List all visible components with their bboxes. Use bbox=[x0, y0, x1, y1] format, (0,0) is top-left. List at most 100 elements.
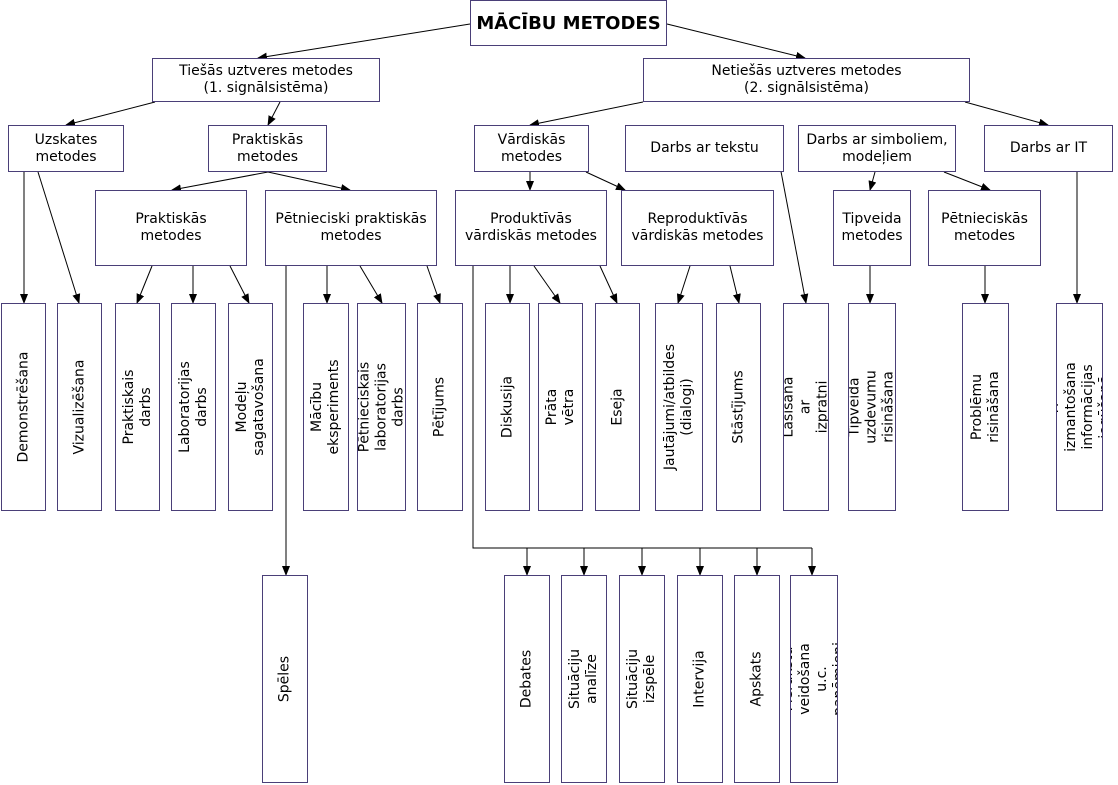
leaf-stastijums: Stāstījums bbox=[716, 303, 761, 511]
leaf-label: Situāciju izspēle bbox=[625, 648, 658, 710]
research-methods-label: Pētnieciskās metodes bbox=[941, 211, 1028, 244]
leaf-label: Diskusija bbox=[499, 375, 515, 439]
leaf-label: Pētījums bbox=[431, 376, 448, 438]
connector-arrow bbox=[426, 265, 441, 304]
leaf-label: Intervija bbox=[691, 650, 708, 708]
leaf-label: Prāta vētra bbox=[543, 388, 577, 426]
leaf-label: Pētnieciskais laboratorijas darbs bbox=[357, 361, 406, 453]
reproductive-verbal-label: Reproduktīvās vārdiskās metodes bbox=[631, 211, 764, 244]
connector-bus bbox=[472, 266, 812, 549]
leaf-label: Debates bbox=[518, 649, 535, 709]
research-practical-box: Pētnieciski praktiskās metodes bbox=[265, 190, 437, 266]
connector-arrow bbox=[267, 171, 351, 192]
leaf-situaciju-izspele: Situāciju izspēle bbox=[619, 575, 665, 783]
productive-verbal-box: Produktīvās vārdiskās metodes bbox=[455, 190, 607, 266]
leaf-label: Praktiskais darbs bbox=[120, 369, 154, 445]
leaf-demonstresana: Demonstrēšana bbox=[1, 303, 46, 511]
leaf-label: IT izmantošana informācijas iegūšanā bbox=[1056, 362, 1103, 452]
connector-arrow bbox=[943, 171, 991, 191]
leaf-problemu-risinasana: Problēmu risināšana bbox=[962, 303, 1009, 511]
indirect-perception-box: Netiešās uztveres metodes (2. signālsist… bbox=[643, 58, 970, 102]
connector-arrow bbox=[529, 101, 644, 128]
visual-methods-label: Uzskates metodes bbox=[34, 131, 98, 165]
leaf-lasisana: Lasīšana ar izpratni bbox=[783, 303, 829, 511]
leaf-label: Laboratorijas darbs bbox=[176, 361, 210, 453]
connector-arrow bbox=[171, 171, 269, 193]
leaf-label: Spēles bbox=[276, 655, 293, 703]
connector-arrow bbox=[267, 101, 281, 126]
leaf-intervija: Intervija bbox=[677, 575, 723, 783]
connector-arrow bbox=[65, 101, 156, 127]
it-work-box: Darbs ar IT bbox=[984, 125, 1113, 172]
leaf-apskats: Apskats bbox=[734, 575, 780, 783]
research-practical-label: Pētnieciski praktiskās metodes bbox=[275, 211, 427, 244]
leaf-macibu-eksperiments: Mācību eksperiments bbox=[303, 303, 349, 511]
leaf-label: Eseja bbox=[609, 388, 625, 426]
leaf-petnieciskais-lab-darbs: Pētnieciskais laboratorijas darbs bbox=[357, 303, 406, 511]
symbols-models-label: Darbs ar simboliem, modeļiem bbox=[806, 131, 948, 165]
connector-arrow bbox=[257, 23, 471, 61]
connector-arrow bbox=[136, 265, 153, 304]
leaf-label: Situāciju analīze bbox=[567, 648, 600, 710]
indirect-perception-label: Netiešās uztveres metodes (2. signālsist… bbox=[711, 63, 902, 96]
leaf-tipveida-uzdevumu: Tipveida uzdevumu risināšana bbox=[848, 303, 896, 511]
connector-arrow bbox=[666, 23, 806, 60]
leaf-label: Lasīšana ar izpratni bbox=[783, 376, 829, 438]
leaf-it-izmantosana: IT izmantošana informācijas iegūšanā bbox=[1056, 303, 1103, 511]
practical-methods-box: Praktiskās metodes bbox=[208, 125, 327, 172]
leaf-label: Pierakstu veidošana u.c. paņēmieni bbox=[790, 642, 838, 716]
leaf-pierakstu: Pierakstu veidošana u.c. paņēmieni bbox=[790, 575, 838, 783]
root-title-box: MĀCĪBU METODES bbox=[470, 0, 667, 46]
practical-methods-label: Praktiskās metodes bbox=[231, 131, 304, 165]
connector-arrow bbox=[229, 265, 250, 304]
leaf-modelu-sagatavosana: Modeļu sagatavošana bbox=[228, 303, 273, 511]
verbal-methods-box: Vārdiskās metodes bbox=[474, 125, 589, 172]
connector-arrow bbox=[868, 171, 877, 191]
typical-methods-label: Tipveida metodes bbox=[841, 211, 903, 244]
leaf-vizualizesana: Vizualizēšana bbox=[57, 303, 102, 511]
leaf-jautajumi: Jautājumi/atbildes (dialogi) bbox=[655, 303, 703, 511]
leaf-speles: Spēles bbox=[262, 575, 308, 783]
leaf-eseja: Eseja bbox=[595, 303, 640, 511]
leaf-label: Jautājumi/atbildes (dialogi) bbox=[662, 343, 695, 471]
direct-perception-box: Tiešās uztveres metodes (1. signālsistēm… bbox=[152, 58, 380, 102]
connector-arrow bbox=[676, 265, 691, 304]
direct-perception-label: Tiešās uztveres metodes (1. signālsistēm… bbox=[179, 63, 353, 96]
leaf-prata-vetra: Prāta vētra bbox=[538, 303, 583, 511]
connector-arrow bbox=[359, 265, 383, 304]
leaf-label: Modeļu sagatavošana bbox=[233, 358, 267, 456]
leaf-label: Apskats bbox=[748, 651, 765, 707]
reproductive-verbal-box: Reproduktīvās vārdiskās metodes bbox=[621, 190, 774, 266]
leaf-label: Problēmu risināšana bbox=[968, 371, 1002, 443]
practical-sub-label: Praktiskās metodes bbox=[135, 211, 207, 244]
leaf-label: Mācību eksperiments bbox=[309, 359, 342, 455]
connector-arrow bbox=[599, 265, 618, 304]
connector-arrow bbox=[585, 171, 626, 191]
root-title: MĀCĪBU METODES bbox=[476, 12, 661, 34]
leaf-praktiskais-darbs: Praktiskais darbs bbox=[115, 303, 160, 511]
practical-sub-box: Praktiskās metodes bbox=[95, 190, 247, 266]
visual-methods-box: Uzskates metodes bbox=[8, 125, 124, 172]
leaf-petijums: Pētījums bbox=[417, 303, 463, 511]
leaf-laboratorijas-darbs: Laboratorijas darbs bbox=[171, 303, 216, 511]
text-work-box: Darbs ar tekstu bbox=[625, 125, 784, 172]
leaf-situaciju-analize: Situāciju analīze bbox=[561, 575, 607, 783]
research-methods-box: Pētnieciskās metodes bbox=[928, 190, 1041, 266]
connector-arrow bbox=[729, 265, 741, 304]
productive-verbal-label: Produktīvās vārdiskās metodes bbox=[465, 211, 597, 244]
leaf-debates: Debates bbox=[504, 575, 550, 783]
symbols-models-box: Darbs ar simboliem, modeļiem bbox=[798, 125, 956, 172]
connector-arrow bbox=[37, 171, 81, 304]
text-work-label: Darbs ar tekstu bbox=[650, 140, 759, 156]
leaf-label: Tipveida uzdevumu risināšana bbox=[848, 370, 896, 444]
connector-arrow bbox=[533, 265, 561, 304]
it-work-label: Darbs ar IT bbox=[1009, 140, 1088, 156]
leaf-label: Stāstījums bbox=[730, 370, 746, 444]
leaf-diskusija: Diskusija bbox=[485, 303, 530, 511]
leaf-label: Vizualizēšana bbox=[71, 359, 87, 455]
verbal-methods-label: Vārdiskās metodes bbox=[497, 131, 566, 165]
typical-methods-box: Tipveida metodes bbox=[833, 190, 911, 266]
connector-arrow bbox=[964, 101, 1049, 127]
